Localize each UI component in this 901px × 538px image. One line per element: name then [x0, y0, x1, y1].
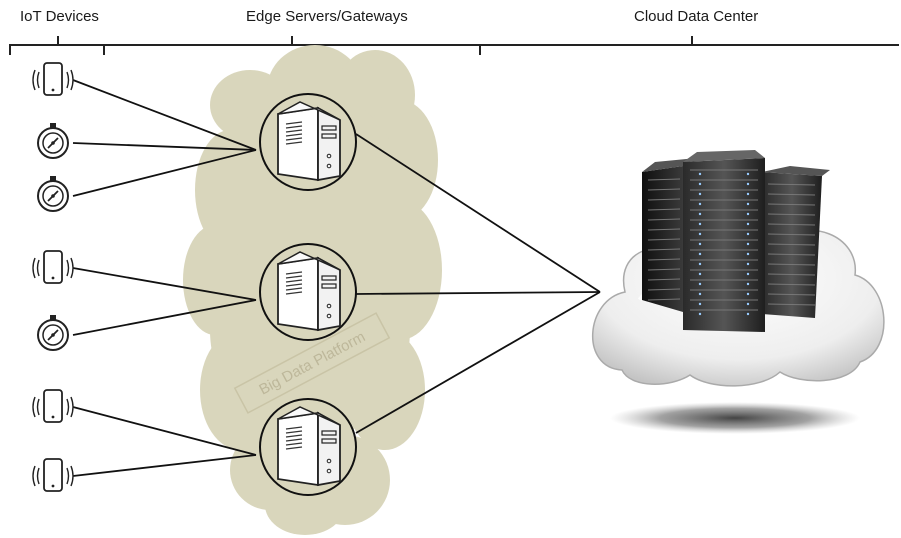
header-brackets	[9, 36, 899, 55]
connection-lines	[72, 79, 601, 477]
phone-icon	[32, 458, 74, 492]
device-link	[72, 406, 257, 456]
phone-icon	[32, 62, 74, 96]
edge-server-3	[259, 398, 357, 496]
cloud-link	[355, 133, 601, 293]
phone-icon	[32, 389, 74, 423]
iot-devices-group	[32, 62, 74, 492]
edge-servers-group	[259, 93, 357, 496]
device-link	[72, 149, 257, 197]
cloud-bracket	[479, 36, 899, 55]
iot-bracket	[9, 36, 105, 55]
cloud-data-center-illustration	[591, 150, 885, 434]
server-tower-icon	[277, 251, 341, 332]
edge-server-1	[259, 93, 357, 191]
cloud-data-center-header: Cloud Data Center	[634, 8, 759, 25]
gauge-icon	[37, 315, 69, 351]
big-data-platform-area	[183, 45, 442, 535]
server-tower-icon	[277, 406, 341, 487]
device-link	[72, 142, 257, 151]
device-link	[72, 299, 257, 336]
edge-server-2	[259, 243, 357, 341]
cloud-link	[355, 291, 601, 295]
device-link	[72, 267, 257, 301]
gauge-icon	[37, 176, 69, 212]
device-link	[72, 454, 257, 477]
server-tower-icon	[277, 101, 341, 182]
server-racks-icon	[642, 150, 830, 332]
edge-servers-header: Edge Servers/Gateways	[246, 8, 408, 25]
cloud-link	[355, 291, 601, 434]
cloud-shadow	[610, 402, 860, 434]
device-link	[72, 79, 257, 151]
phone-icon	[32, 250, 74, 284]
iot-devices-header: IoT Devices	[20, 8, 99, 25]
gauge-icon	[37, 123, 69, 159]
